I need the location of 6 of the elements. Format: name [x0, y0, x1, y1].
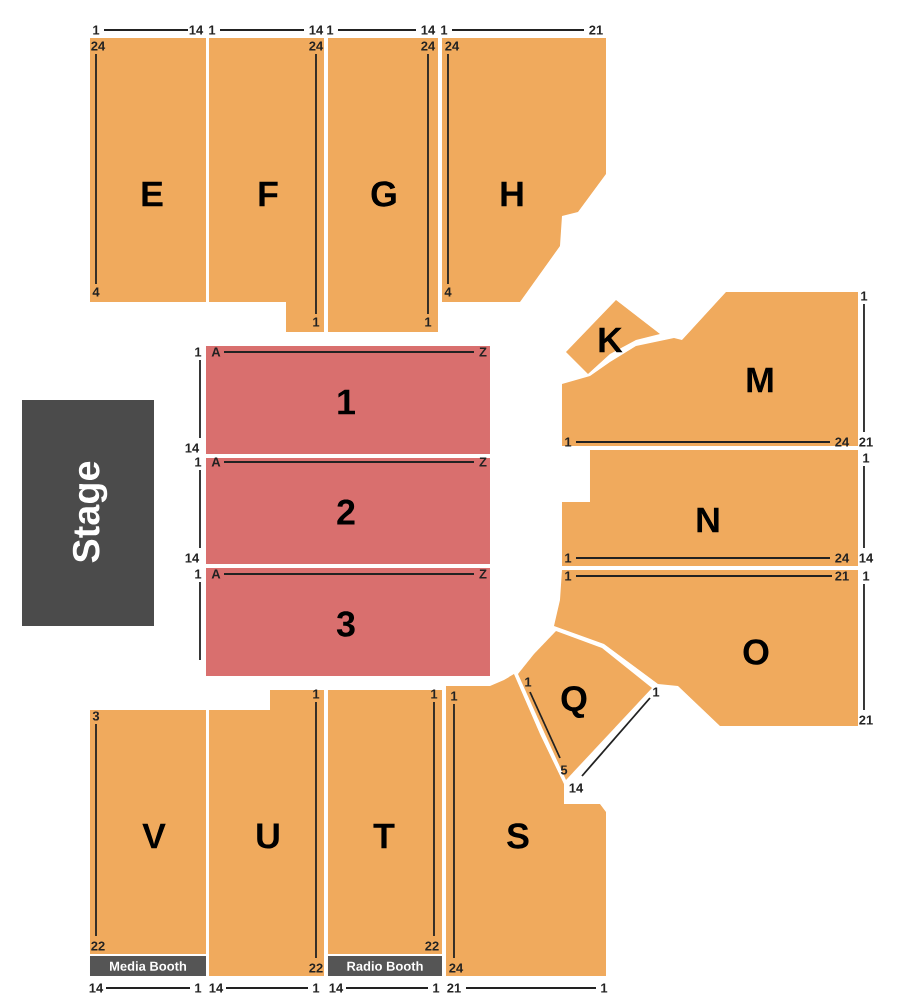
node-label: K	[599, 327, 623, 353]
node-label: Q	[561, 685, 587, 719]
node-label: S	[507, 823, 529, 849]
stage-block: Stage	[22, 400, 154, 626]
node-label: O	[743, 639, 769, 665]
seating-section: K	[566, 300, 660, 374]
